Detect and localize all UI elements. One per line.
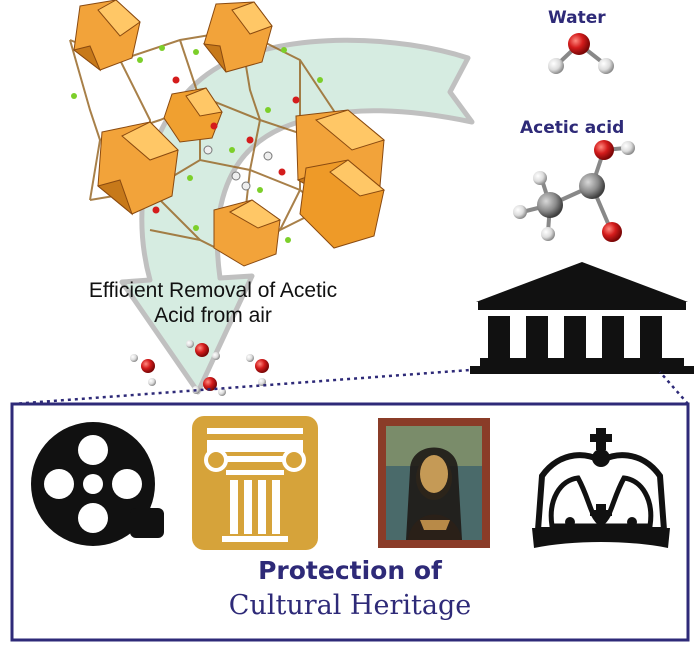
mof-atoms — [71, 45, 323, 243]
acetic-acid-molecule — [513, 140, 635, 242]
capture-arrow — [119, 37, 475, 395]
water-molecule — [548, 33, 614, 74]
film-reel-icon — [31, 422, 164, 546]
mof-polyhedra — [72, 0, 386, 267]
ionic-column-icon — [192, 416, 318, 550]
protection-title: Protection of — [258, 556, 442, 585]
removal-caption: Efficient Removal of Acetic Acid from ai… — [88, 279, 338, 327]
acetic-acid-label: Acetic acid — [520, 118, 625, 138]
painting-icon — [378, 418, 490, 548]
heritage-frame — [10, 402, 690, 642]
water-label: Water — [548, 8, 606, 28]
heritage-title: Cultural Heritage — [228, 590, 472, 621]
crown-icon — [532, 428, 670, 548]
museum-icon — [470, 262, 694, 374]
connector-lines — [11, 368, 689, 406]
